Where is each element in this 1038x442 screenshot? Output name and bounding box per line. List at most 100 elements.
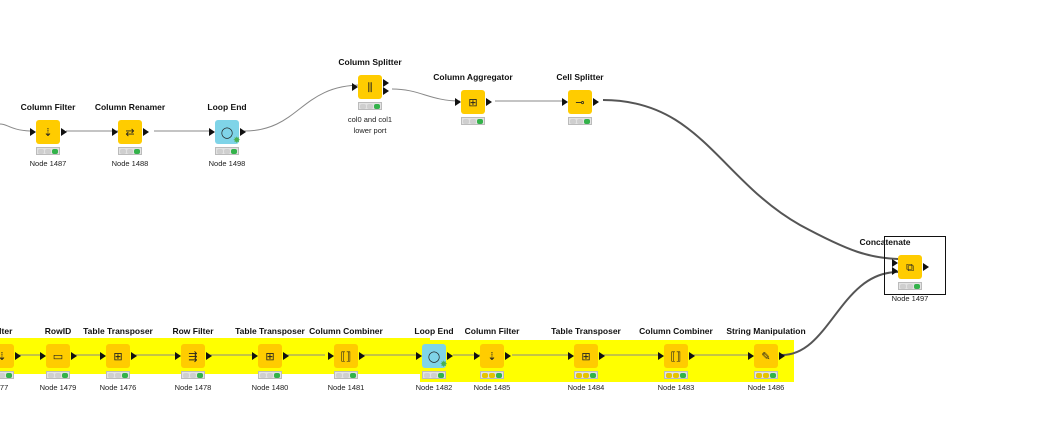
node-label: Node 1498 <box>208 159 246 168</box>
node-row-filter-1477[interactable]: Filter ⇣ 477 <box>0 326 62 416</box>
output-port[interactable] <box>283 352 289 360</box>
status-traffic-light <box>334 371 358 379</box>
node-column-splitter[interactable]: Column Splitter ⫼ col0 and col1 lower po… <box>310 57 430 147</box>
status-traffic-light <box>106 371 130 379</box>
node-label: Node 1497 <box>891 294 929 303</box>
input-port[interactable] <box>112 128 118 136</box>
node-label: Node 1484 <box>567 383 605 392</box>
connection-wire <box>0 123 31 132</box>
node-title: Row Filter <box>172 326 214 336</box>
input-port[interactable] <box>748 352 754 360</box>
output-port[interactable] <box>779 352 785 360</box>
node-loop-end-1482[interactable]: Loop End ◯ Node 1482 ✸ <box>374 326 494 416</box>
output-port[interactable] <box>383 79 389 87</box>
input-port[interactable] <box>416 352 422 360</box>
output-port[interactable] <box>240 128 246 136</box>
input-port[interactable] <box>455 98 461 106</box>
node-title: Loop End <box>414 326 454 336</box>
input-port[interactable] <box>352 83 358 91</box>
output-port[interactable] <box>447 352 453 360</box>
node-column-filter-1487[interactable]: Column Filter ⇣ Node 1487 <box>0 102 108 192</box>
node-label: Node 1476 <box>99 383 137 392</box>
output-port[interactable] <box>359 352 365 360</box>
node-title: Concatenate <box>859 237 911 247</box>
node-title: Column Splitter <box>338 57 402 67</box>
output-port[interactable] <box>486 98 492 106</box>
input-port[interactable] <box>175 352 181 360</box>
node-label: Node 1486 <box>747 383 785 392</box>
status-traffic-light <box>215 147 239 155</box>
output-port[interactable] <box>599 352 605 360</box>
node-label: Node 1483 <box>657 383 695 392</box>
input-port[interactable] <box>474 352 480 360</box>
column-splitter-icon: ⫼ <box>358 75 382 99</box>
input-port[interactable] <box>568 352 574 360</box>
node-title: Column Renamer <box>94 102 166 112</box>
output-port[interactable] <box>143 128 149 136</box>
node-column-renamer-1488[interactable]: Column Renamer ⇄ Node 1488 <box>70 102 190 192</box>
rowid-icon: ▭ <box>46 344 70 368</box>
node-title: Column Aggregator <box>433 72 513 82</box>
table-transposer-icon: ⊞ <box>574 344 598 368</box>
connection-wire <box>781 271 899 356</box>
node-rowid-1479[interactable]: RowID ▭ Node 1479 <box>0 326 118 416</box>
status-traffic-light <box>358 102 382 110</box>
output-port[interactable] <box>923 263 929 271</box>
node-column-aggregator[interactable]: Column Aggregator ⊞ <box>413 72 533 162</box>
table-transposer-icon: ⊞ <box>258 344 282 368</box>
node-title: Loop End <box>207 102 247 112</box>
input-port[interactable] <box>30 128 36 136</box>
node-title: RowID <box>44 326 72 336</box>
node-column-combiner-1483[interactable]: Column Combiner ⟦⟧ Node 1483 <box>616 326 736 416</box>
output-port[interactable] <box>593 98 599 106</box>
node-loop-end-1498[interactable]: Loop End ◯ Node 1498 ✸ <box>167 102 287 192</box>
input-port[interactable] <box>209 128 215 136</box>
column-combiner-icon: ⟦⟧ <box>334 344 358 368</box>
annotation-line: col0 and col1 <box>347 115 393 124</box>
node-concatenate-1497[interactable]: Concatenate ⧉ Node 1497 <box>850 237 970 327</box>
input-port[interactable] <box>100 352 106 360</box>
input-port[interactable] <box>658 352 664 360</box>
node-row-filter-1478[interactable]: Row Filter ⇶ Node 1478 <box>133 326 253 416</box>
annotation-line: lower port <box>353 126 387 135</box>
node-title: Column Combiner <box>639 326 713 336</box>
input-port[interactable] <box>892 267 898 275</box>
output-port[interactable] <box>383 87 389 95</box>
node-title: Table Transposer <box>551 326 621 336</box>
node-title: Filter <box>0 326 13 336</box>
output-port[interactable] <box>131 352 137 360</box>
input-port[interactable] <box>40 352 46 360</box>
status-traffic-light <box>568 117 592 125</box>
node-title: Column Filter <box>464 326 520 336</box>
status-traffic-light <box>422 371 446 379</box>
node-label: 477 <box>0 383 9 392</box>
input-port[interactable] <box>892 259 898 267</box>
node-table-transposer-1480[interactable]: Table Transposer ⊞ Node 1480 <box>210 326 330 416</box>
output-port[interactable] <box>505 352 511 360</box>
input-port[interactable] <box>252 352 258 360</box>
table-transposer-icon: ⊞ <box>106 344 130 368</box>
output-port[interactable] <box>61 128 67 136</box>
node-title: Cell Splitter <box>556 72 604 82</box>
node-table-transposer-1484[interactable]: Table Transposer ⊞ Node 1484 <box>526 326 646 416</box>
node-cell-splitter[interactable]: Cell Splitter ⊸ <box>520 72 640 162</box>
node-string-manipulation-1486[interactable]: String Manipulation ✎ Node 1486 <box>706 326 826 416</box>
node-column-filter-1485[interactable]: Column Filter ⇣ Node 1485 <box>432 326 552 416</box>
status-traffic-light <box>118 147 142 155</box>
input-port[interactable] <box>328 352 334 360</box>
input-port[interactable] <box>562 98 568 106</box>
cell-splitter-icon: ⊸ <box>568 90 592 114</box>
node-label: Node 1488 <box>111 159 149 168</box>
node-table-transposer-1476[interactable]: Table Transposer ⊞ Node 1476 <box>58 326 178 416</box>
loop-end-icon: ◯ <box>215 120 239 144</box>
node-label: Node 1480 <box>251 383 289 392</box>
output-port[interactable] <box>689 352 695 360</box>
connection-wire <box>391 88 461 102</box>
output-port[interactable] <box>15 352 21 360</box>
status-traffic-light <box>258 371 282 379</box>
node-title: String Manipulation <box>726 326 806 336</box>
output-port[interactable] <box>71 352 77 360</box>
node-column-combiner-1481[interactable]: Column Combiner ⟦⟧ Node 1481 <box>286 326 406 416</box>
output-port[interactable] <box>206 352 212 360</box>
